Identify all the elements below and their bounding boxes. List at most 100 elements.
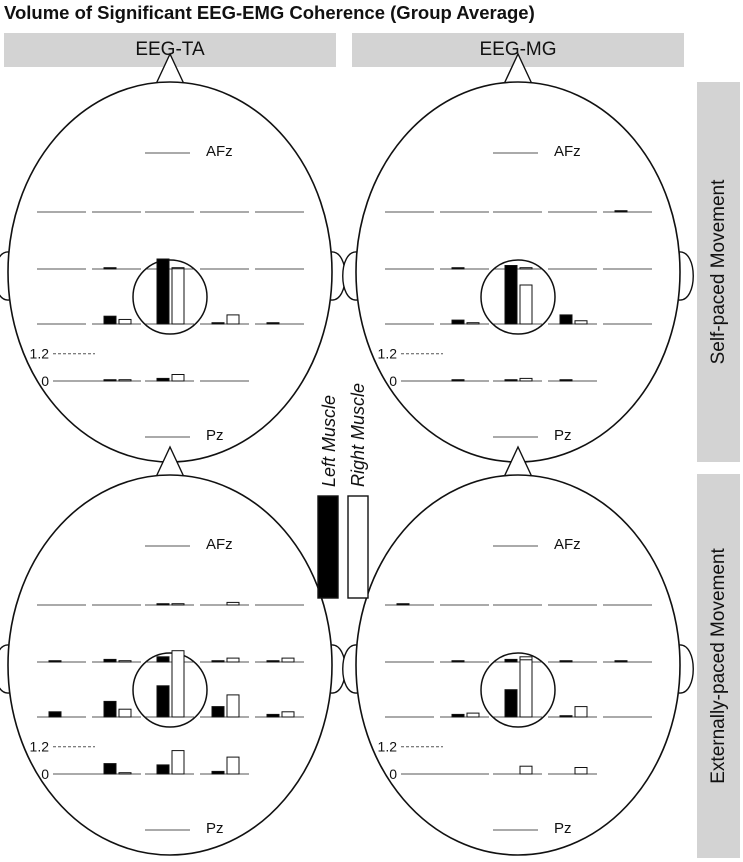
bar-left-muscle [451,713,465,718]
bar-right-muscle [118,660,132,663]
bar-right-muscle [171,374,185,382]
bar-right-muscle [226,601,240,606]
head-nose [155,445,185,478]
bar-left-muscle [103,658,117,663]
bar-right-muscle [171,650,185,718]
bar-left-muscle [156,377,170,382]
head-nose [155,52,185,85]
figure-title: Volume of Significant EEG-EMG Coherence … [4,2,535,23]
bar-right-muscle [281,657,295,663]
bar-right-muscle [574,320,588,325]
scale-max-label: 1.2 [378,739,398,755]
head-right-ear [678,251,694,301]
scale-min-label: 0 [389,373,397,389]
bar-right-muscle [519,765,533,775]
bar-left-muscle [451,267,465,270]
bar-left-muscle [504,658,518,663]
scale-max-label: 1.2 [378,346,398,362]
head-outline [355,474,681,856]
bar-left-muscle [48,711,62,718]
bar-left-muscle [451,660,465,663]
highlight-circle [132,652,208,728]
head-outline [355,81,681,463]
bar-left-muscle [103,315,117,325]
bar-left-muscle [48,660,62,663]
bar-right-muscle [118,379,132,382]
legend-right-swatch [347,495,369,599]
bar-left-muscle [211,706,225,718]
legend-left-swatch [317,495,339,599]
bar-left-muscle [559,379,573,382]
highlight-circle [132,259,208,335]
bar-right-muscle [118,708,132,718]
bar-left-muscle [396,603,410,606]
bar-right-muscle [226,657,240,663]
bar-right-muscle [519,267,533,270]
bar-right-muscle [226,694,240,718]
bar-right-muscle [171,603,185,606]
head-nose [503,52,533,85]
bar-left-muscle [156,685,170,718]
bar-right-muscle [171,268,185,325]
head-right-ear [678,644,694,694]
bar-left-muscle [103,763,117,775]
bar-left-muscle [156,764,170,775]
pz-label: Pz [206,427,224,444]
bar-left-muscle [266,713,280,718]
bar-right-muscle [118,318,132,325]
bar-right-muscle [118,772,132,775]
bar-left-muscle [103,267,117,270]
bar-right-muscle [519,377,533,382]
bar-left-muscle [504,265,518,325]
bar-left-muscle [559,314,573,325]
head-left-ear [0,644,10,694]
bar-left-muscle [103,379,117,382]
head-outline [7,81,333,463]
pz-label: Pz [554,427,572,444]
scale-max-label: 1.2 [30,739,50,755]
scale-min-label: 0 [41,373,49,389]
pz-label: Pz [554,820,572,837]
bar-left-muscle [156,603,170,606]
bar-right-muscle [574,706,588,718]
bar-right-muscle [574,767,588,775]
scale-min-label: 0 [389,766,397,782]
row-header-externally-paced: Externally-paced Movement [697,474,740,858]
bar-left-muscle [614,660,628,663]
pz-label: Pz [206,820,224,837]
afz-label: AFz [554,143,581,160]
bar-right-muscle [171,750,185,775]
head-left-ear [0,251,10,301]
legend-right-label: Right Muscle [348,383,368,487]
head-outline [7,474,333,856]
head-left-ear [342,644,358,694]
bar-right-muscle [226,314,240,325]
bar-right-muscle [466,322,480,325]
bar-left-muscle [266,660,280,663]
bar-left-muscle [451,319,465,325]
bar-right-muscle [281,711,295,718]
bar-left-muscle [559,660,573,663]
bar-left-muscle [211,660,225,663]
bar-left-muscle [504,379,518,382]
bar-left-muscle [103,700,117,718]
bar-left-muscle [559,715,573,718]
scale-min-label: 0 [41,766,49,782]
bar-left-muscle [156,258,170,325]
bar-left-muscle [211,322,225,325]
highlight-circle [480,259,556,335]
bar-right-muscle [519,659,533,718]
bar-left-muscle [211,770,225,775]
bar-right-muscle [519,284,533,325]
afz-label: AFz [206,143,233,160]
row-header-self-paced: Self-paced Movement [697,82,740,462]
bar-right-muscle [466,712,480,718]
bar-right-muscle [226,756,240,775]
bar-left-muscle [156,656,170,663]
afz-label: AFz [206,536,233,553]
